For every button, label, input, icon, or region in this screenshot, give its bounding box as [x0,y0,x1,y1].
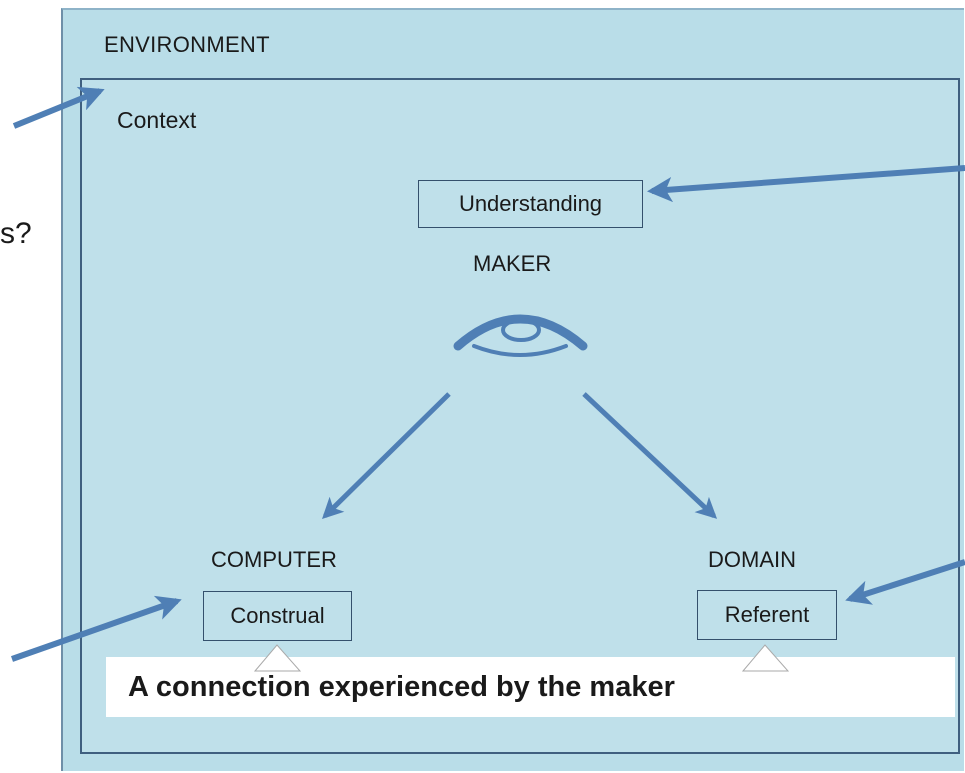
computer-label: COMPUTER [211,547,337,572]
context-label: Context [117,107,197,133]
partial-question-text: s? [0,217,32,250]
referent-box: Referent [697,590,837,640]
referent-label: Referent [724,602,810,627]
environment-label: ENVIRONMENT [104,32,270,57]
construal-label: Construal [230,603,325,628]
caption-box: A connection experienced by the maker [106,657,955,717]
understanding-label: Understanding [458,191,603,216]
caption-text: A connection experienced by the maker [128,670,675,703]
domain-label: DOMAIN [708,547,796,572]
understanding-box: Understanding [418,180,643,228]
maker-label: MAKER [473,251,552,276]
construal-box: Construal [203,591,352,641]
